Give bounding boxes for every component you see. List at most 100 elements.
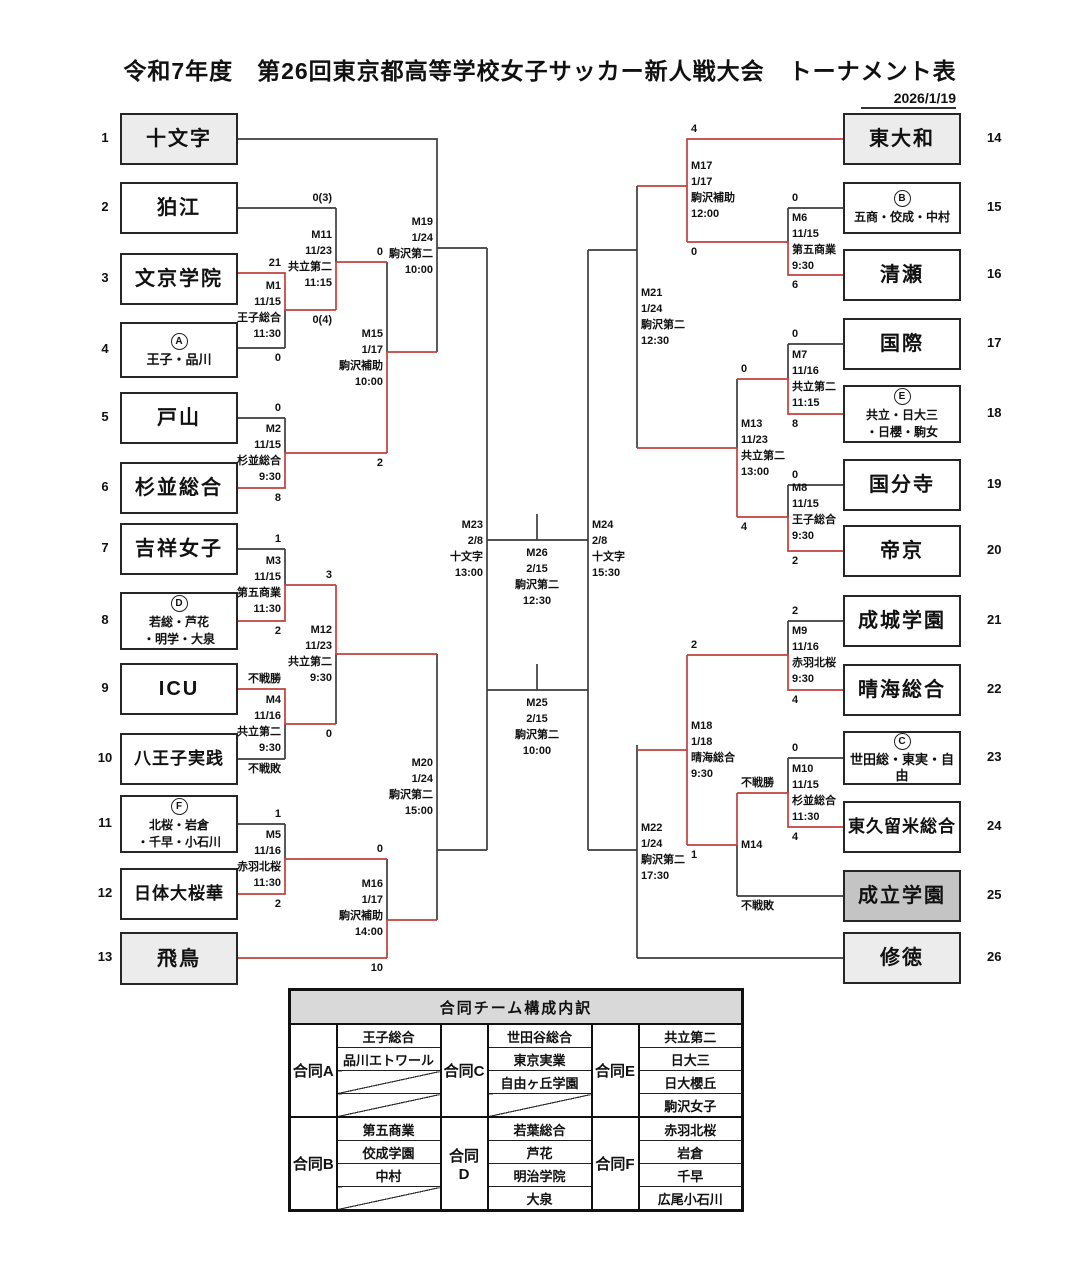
group-a-member-empty bbox=[336, 1093, 441, 1118]
group-b-mark: B bbox=[893, 190, 911, 208]
seed-number-2: 2 bbox=[101, 199, 109, 214]
match-M23-label: M23 2/8 十文字 13:00 bbox=[450, 519, 483, 579]
match-M25-label: M25 2/15 駒沢第二 10:00 bbox=[515, 697, 559, 757]
match-M14-top-score: 不戦勝 bbox=[741, 777, 774, 789]
group-e-label: 合同E bbox=[590, 1023, 640, 1118]
group-c-mark: C bbox=[893, 732, 911, 750]
match-M18-top-score: 2 bbox=[691, 639, 698, 651]
group-c-member: 東京実業 bbox=[487, 1047, 592, 1071]
match-M14-label: M14 bbox=[741, 839, 763, 851]
match-M12-top-score: 3 bbox=[325, 569, 332, 581]
match-M2-top-score: 0 bbox=[274, 402, 281, 414]
seed-number-21: 21 bbox=[987, 612, 1002, 627]
seed-number-24: 24 bbox=[987, 818, 1002, 833]
seed-number-10: 10 bbox=[97, 750, 113, 765]
match-M9-label: M9 11/16 赤羽北桜 9:30 bbox=[792, 625, 836, 685]
match-M15-top-score: 0 bbox=[376, 246, 383, 258]
group-a-member: 王子総合 bbox=[336, 1023, 441, 1048]
match-M4-label: M4 11/16 共立第二 9:30 bbox=[237, 694, 281, 754]
group-c-member: 自由ヶ丘学園 bbox=[487, 1070, 592, 1094]
seed-number-16: 16 bbox=[987, 266, 1002, 281]
seed-number-12: 12 bbox=[97, 885, 113, 900]
match-M6-top-score: 0 bbox=[792, 192, 799, 204]
match-M8-label: M8 11/15 王子総合 9:30 bbox=[792, 482, 836, 542]
group-c-member: 世田谷総合 bbox=[487, 1023, 592, 1048]
match-M5-bottom-score: 2 bbox=[274, 898, 281, 910]
group-a-member: 品川エトワール bbox=[336, 1047, 441, 1071]
team-box-higashiyamato: 東大和 bbox=[843, 113, 961, 165]
team-box-icu: ICU bbox=[120, 663, 238, 715]
match-M11-label: M11 11/23 共立第二 11:15 bbox=[288, 229, 332, 289]
group-e-member: 駒沢女子 bbox=[638, 1093, 743, 1118]
match-M17-top-score: 4 bbox=[691, 123, 698, 135]
match-M6-bottom-score: 6 bbox=[792, 279, 799, 291]
group-f-label: 合同F bbox=[590, 1116, 640, 1211]
team-box-shutoku: 修徳 bbox=[843, 932, 961, 984]
seed-number-20: 20 bbox=[987, 542, 1002, 557]
chart-date: 2026/1/19 bbox=[861, 90, 956, 109]
match-M15-label: M15 1/17 駒沢補助 10:00 bbox=[339, 328, 383, 388]
seed-number-17: 17 bbox=[987, 335, 1002, 350]
match-M5-label: M5 11/16 赤羽北桜 11:30 bbox=[237, 829, 281, 889]
match-M13-label: M13 11/23 共立第二 13:00 bbox=[741, 418, 785, 478]
group-a-label: 合同A bbox=[288, 1023, 338, 1118]
team-box-nittaidai-oka: 日体大桜華 bbox=[120, 868, 238, 920]
match-M12-label: M12 11/23 共立第二 9:30 bbox=[288, 624, 332, 684]
group-b-member-empty bbox=[336, 1186, 441, 1211]
seed-number-26: 26 bbox=[987, 949, 1002, 964]
team-box-kokusai: 国際 bbox=[843, 318, 961, 370]
seed-number-22: 22 bbox=[987, 681, 1002, 696]
match-M19-label: M19 1/24 駒沢第二 10:00 bbox=[389, 216, 433, 276]
team-box-komae: 狛江 bbox=[120, 182, 238, 234]
match-M8-top-score: 0 bbox=[792, 469, 799, 481]
group-d-label: 合同 D bbox=[439, 1116, 489, 1211]
team-box-kiyose: 清瀬 bbox=[843, 249, 961, 301]
match-M12-bottom-score: 0 bbox=[325, 728, 332, 740]
team-box-jumonji: 十文字 bbox=[120, 113, 238, 165]
group-b-member: 第五商業 bbox=[336, 1116, 441, 1141]
group-d-mark: D bbox=[170, 595, 188, 613]
team-box-seiritsugakuen: 成立学園 bbox=[843, 870, 961, 922]
joint-table-title: 合同チーム構成内訳 bbox=[289, 989, 743, 1025]
team-box-suginamisogo: 杉並総合 bbox=[120, 462, 238, 514]
seed-number-18: 18 bbox=[987, 405, 1002, 420]
team-box-hachioji-jissen: 八王子実践 bbox=[120, 733, 238, 785]
group-e-member: 日大三 bbox=[638, 1047, 743, 1071]
match-M16-label: M16 1/17 駒沢補助 14:00 bbox=[339, 878, 383, 938]
match-M3-bottom-score: 2 bbox=[274, 625, 281, 637]
joint-team-table: 合同チーム構成内訳 合同A 王子総合 合同C 世田谷総合 合同E 共立第二 品川… bbox=[288, 988, 744, 1212]
match-M6-label: M6 11/15 第五商業 9:30 bbox=[792, 212, 836, 272]
seed-number-4: 4 bbox=[101, 341, 109, 356]
group-f-member: 赤羽北桜 bbox=[638, 1116, 743, 1141]
match-M1-label: M1 11/15 王子総合 11:30 bbox=[237, 280, 281, 340]
seed-number-15: 15 bbox=[987, 199, 1002, 214]
match-M13-bottom-score: 4 bbox=[741, 521, 748, 533]
match-M3-top-score: 1 bbox=[274, 533, 281, 545]
match-M7-bottom-score: 8 bbox=[792, 418, 799, 430]
match-M3-label: M3 11/15 第五商業 11:30 bbox=[237, 555, 281, 615]
group-c-member-empty bbox=[487, 1093, 592, 1118]
seed-number-25: 25 bbox=[987, 887, 1002, 902]
group-e-member: 共立第二 bbox=[638, 1023, 743, 1048]
match-M7-top-score: 0 bbox=[792, 328, 799, 340]
group-f-member: 岩倉 bbox=[638, 1140, 743, 1164]
group-d-member: 大泉 bbox=[487, 1186, 592, 1211]
team-box-kichijo-joshi: 吉祥女子 bbox=[120, 523, 238, 575]
match-M5-top-score: 1 bbox=[274, 808, 281, 820]
match-M18-label: M18 1/18 晴海総合 9:30 bbox=[691, 720, 735, 780]
seed-number-11: 11 bbox=[98, 815, 112, 830]
seed-number-19: 19 bbox=[987, 476, 1002, 491]
team-box-teikyo: 帝京 bbox=[843, 525, 961, 577]
group-c-label: 合同C bbox=[439, 1023, 489, 1118]
match-M20-label: M20 1/24 駒沢第二 15:00 bbox=[389, 757, 433, 817]
seed-number-13: 13 bbox=[97, 949, 113, 964]
group-e-mark: E bbox=[893, 388, 911, 406]
team-box-toyama: 戸山 bbox=[120, 392, 238, 444]
match-M14-bottom-score: 不戦敗 bbox=[741, 900, 774, 912]
match-M16-top-score: 0 bbox=[376, 843, 383, 855]
match-M1-bottom-score: 0 bbox=[274, 352, 281, 364]
team-box-higashikurume: 東久留米総合 bbox=[843, 801, 961, 853]
